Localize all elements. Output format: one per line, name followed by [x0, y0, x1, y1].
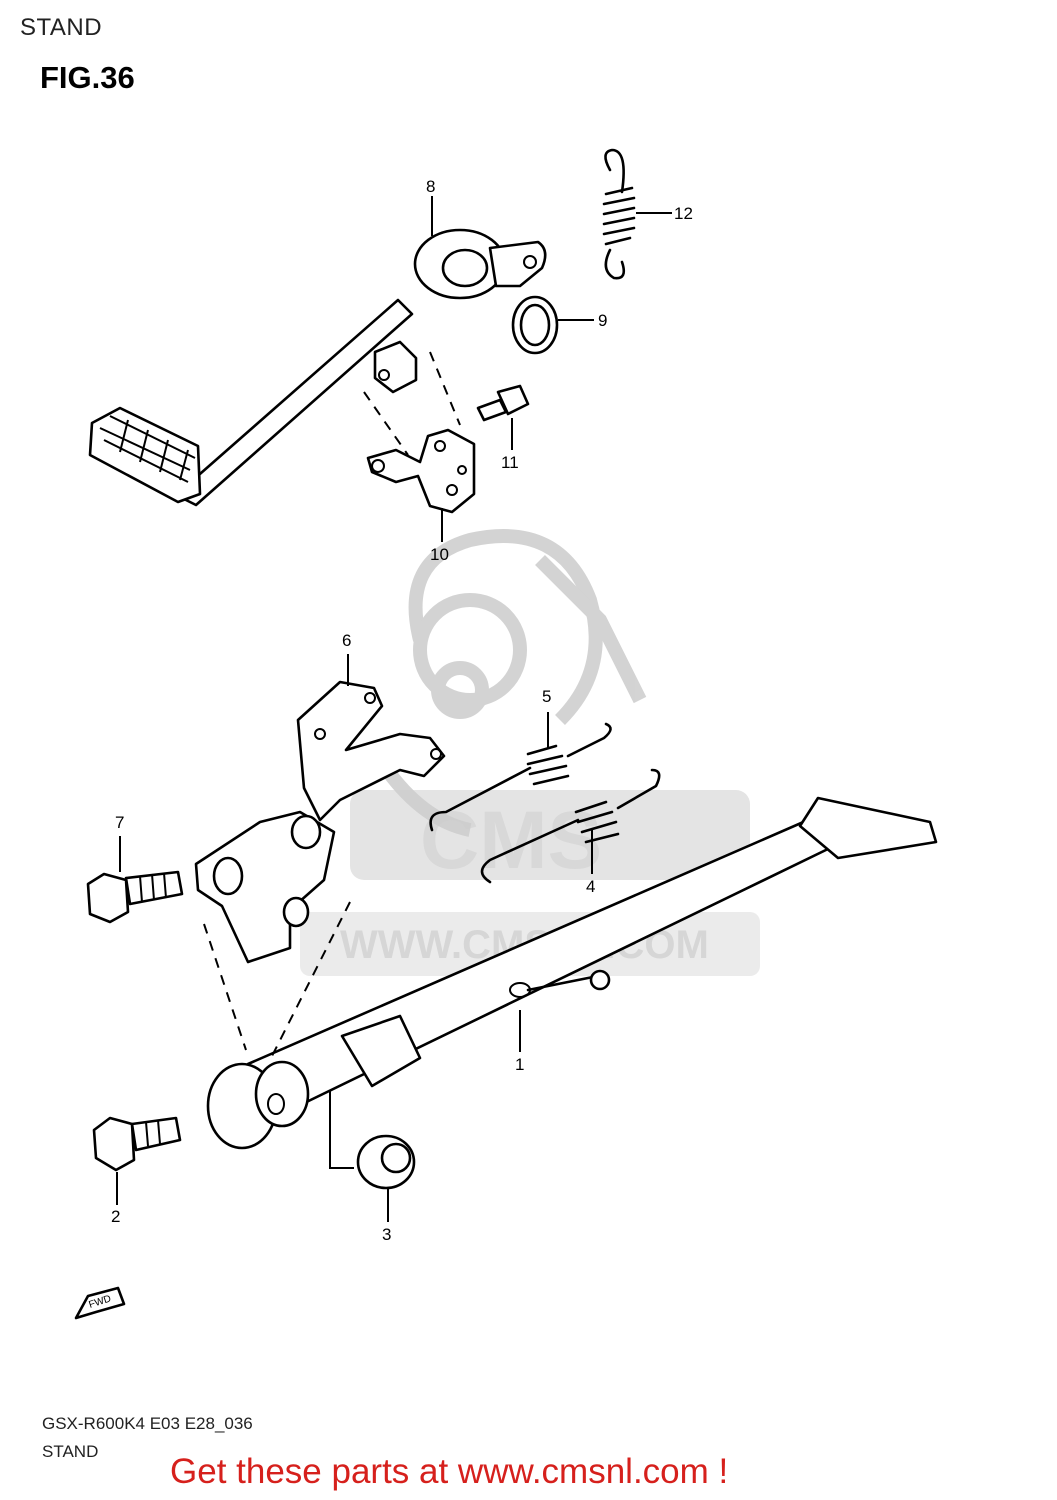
part-5-spring — [429, 722, 612, 832]
part-11-bolt — [476, 384, 530, 422]
forward-arrow-icon: FWD — [74, 1286, 126, 1320]
callout-leaders — [116, 196, 672, 1222]
callout-7: 7 — [115, 813, 124, 832]
part-12-spring — [602, 148, 636, 280]
callout-11: 11 — [501, 453, 519, 472]
watermark-logo-text: CMS — [420, 795, 602, 886]
callout-9: 9 — [598, 311, 607, 330]
callout-10: 10 — [430, 545, 449, 564]
callout-3: 3 — [382, 1225, 391, 1244]
part-6-stand-bracket — [194, 680, 446, 964]
callout-5: 5 — [542, 687, 551, 706]
part-9-washer — [511, 295, 559, 355]
part-3-nut — [356, 1134, 416, 1190]
part-2-pivot-bolt — [92, 1116, 182, 1172]
callout-4: 4 — [586, 877, 595, 896]
model-code: GSX-R600K4 E03 E28_036 — [42, 1414, 253, 1433]
promo-link[interactable]: Get these parts at www.cmsnl.com ! — [170, 1452, 729, 1491]
callout-2: 2 — [111, 1207, 120, 1226]
callout-labels: 1 2 3 4 5 6 7 8 9 10 11 12 — [111, 177, 693, 1244]
callout-1: 1 — [515, 1055, 524, 1074]
section-title: STAND — [20, 14, 103, 41]
callout-6: 6 — [342, 631, 351, 650]
part-4-spring — [480, 768, 661, 884]
figure-number: FIG.36 — [40, 60, 135, 95]
footer-section-title: STAND — [42, 1442, 99, 1461]
part-8-brake-pedal — [88, 228, 547, 507]
part-10-bracket — [363, 351, 476, 514]
part-1-side-stand — [203, 796, 938, 1169]
callout-8: 8 — [426, 177, 435, 196]
part-7-bolt — [86, 870, 184, 924]
callout-12: 12 — [674, 204, 693, 223]
